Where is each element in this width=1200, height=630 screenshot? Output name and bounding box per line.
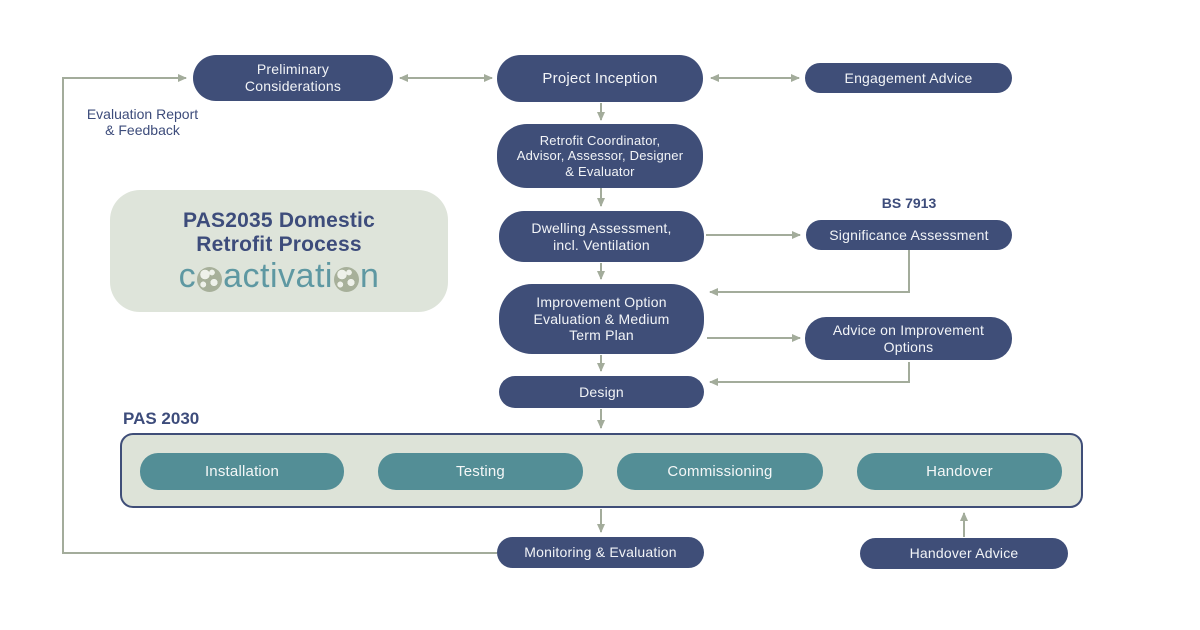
globe-icon <box>197 266 223 292</box>
node-improvement-option-plan: Improvement Option Evaluation & Medium T… <box>499 284 704 354</box>
node-design: Design <box>499 376 704 408</box>
brand-text-start: c <box>178 257 197 296</box>
node-monitoring-evaluation: Monitoring & Evaluation <box>497 537 704 568</box>
label-pas-2030: PAS 2030 <box>123 409 200 428</box>
brand-text-end: n <box>359 257 380 296</box>
node-commissioning: Commissioning <box>617 453 823 490</box>
node-handover-advice: Handover Advice <box>860 538 1068 569</box>
node-installation: Installation <box>140 453 344 490</box>
diagram-title: PAS2035 Domestic Retrofit Process <box>183 208 375 256</box>
edge-advice-to-design <box>709 362 910 386</box>
node-significance-assessment: Significance Assessment <box>806 220 1012 250</box>
node-testing: Testing <box>378 453 583 490</box>
node-dwelling-assessment: Dwelling Assessment, incl. Ventilation <box>499 211 704 262</box>
node-preliminary-considerations: Preliminary Considerations <box>193 55 393 101</box>
node-engagement-advice: Engagement Advice <box>805 63 1012 93</box>
node-retrofit-team: Retrofit Coordinator, Advisor, Assessor,… <box>497 124 703 188</box>
node-handover: Handover <box>857 453 1062 490</box>
node-advice-on-improvement-options: Advice on Improvement Options <box>805 317 1012 360</box>
brand-text-middle: activati <box>223 257 333 296</box>
label-bs-7913: BS 7913 <box>881 195 937 211</box>
brand-wordmark: c activati n <box>179 259 380 293</box>
edge-significance-to-improvement <box>709 250 910 296</box>
label-evaluation-feedback: Evaluation Report & Feedback <box>86 106 199 139</box>
globe-icon <box>333 266 359 292</box>
node-project-inception: Project Inception <box>497 55 703 102</box>
